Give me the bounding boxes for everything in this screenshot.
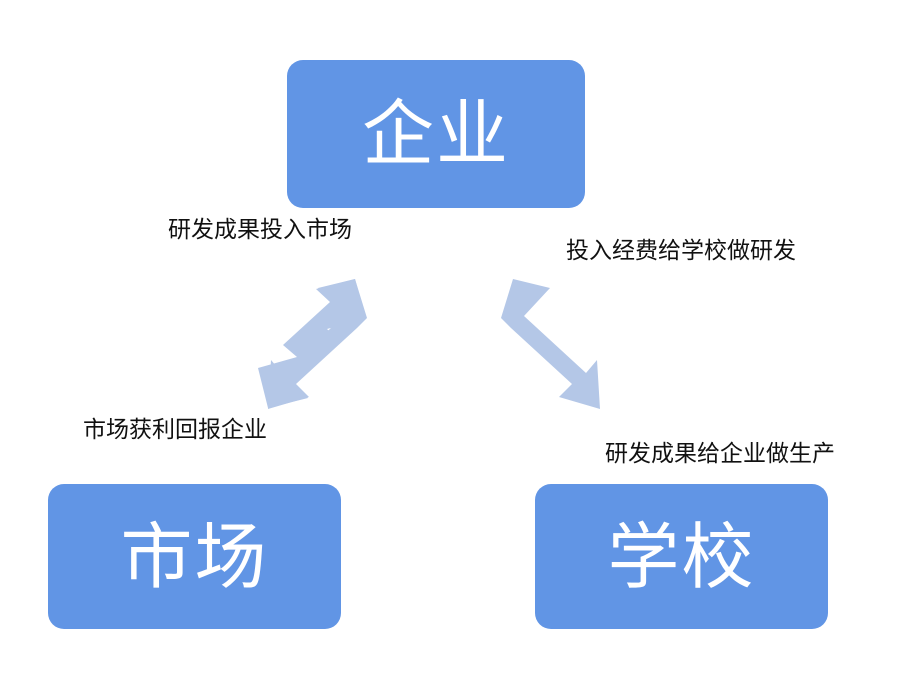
arrow-enterprise-market xyxy=(258,279,367,409)
node-school[interactable]: 学校 xyxy=(535,484,828,629)
arrow-enterprise-school xyxy=(501,279,600,409)
node-market[interactable]: 市场 xyxy=(48,484,341,629)
edge-label-rd-to-market: 研发成果投入市场 xyxy=(168,217,352,243)
edge-label-fund-to-school: 投入经费给学校做研发 xyxy=(566,238,796,264)
node-enterprise-label: 企业 xyxy=(361,92,510,176)
edge-label-profit-to-enterprise: 市场获利回报企业 xyxy=(83,417,267,443)
node-school-label: 学校 xyxy=(607,514,756,599)
node-market-label: 市场 xyxy=(120,514,269,599)
edge-label-rd-to-production: 研发成果给企业做生产 xyxy=(605,441,835,467)
node-enterprise[interactable]: 企业 xyxy=(287,60,585,208)
